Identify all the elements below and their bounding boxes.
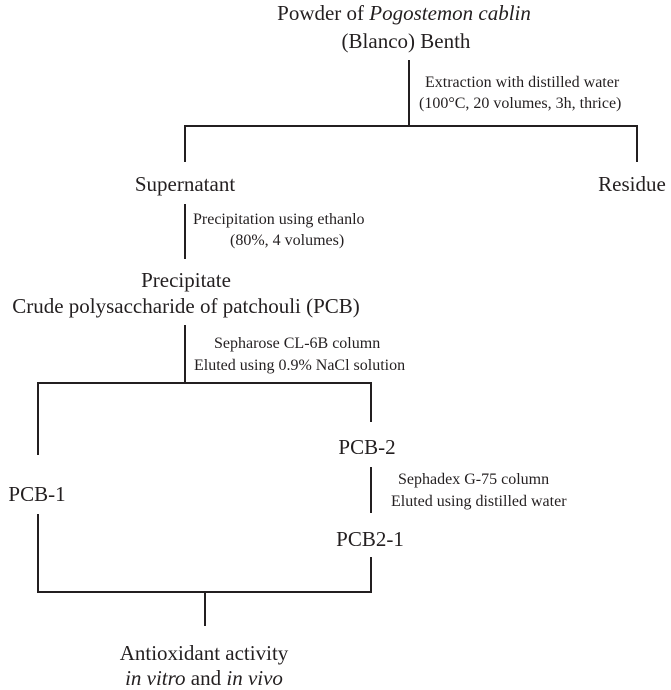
step-sepharose-line2: Eluted using 0.9% NaCl solution [194,357,406,374]
connector-sepharose-branch [37,382,372,384]
node-antioxidant-in-vitro: in vitro [125,666,186,690]
node-powder-species: Pogostemon cablin [369,1,531,25]
node-pcb2: PCB-2 [338,435,396,459]
step-sepharose-line1: Sepharose CL-6B column [214,335,381,352]
node-precipitate-line1: Precipitate [141,268,231,292]
node-powder-line1: Powder of Pogostemon cablin [277,3,531,24]
connector-pcb1-down [37,514,39,593]
connector-precipitate-down [184,325,186,384]
step-sephadex-line2: Eluted using distilled water [391,493,567,510]
node-antioxidant-and: and [185,666,227,690]
step-sephadex-line1: Sephadex G-75 column [398,471,550,488]
connector-to-antioxidant [204,591,206,626]
connector-supernatant-down [184,204,186,259]
step-precipitation-line1: Precipitation using ethanlo [193,211,365,228]
connector-powder-down [408,60,410,127]
connector-pcb2-down [370,467,372,513]
node-antioxidant-line2: in vitro and in vivo [125,668,283,689]
node-precipitate-line2: Crude polysaccharide of patchouli (PCB) [12,294,360,318]
node-pcb1: PCB-1 [8,482,66,506]
connector-to-pcb2 [370,382,372,422]
connector-to-residue [636,125,638,162]
node-powder-prefix: Powder of [277,1,370,25]
connector-to-pcb1-upper [37,382,39,455]
connector-to-supernatant [184,125,186,162]
step-precipitation-line2: (80%, 4 volumes) [230,232,345,249]
node-pcb21: PCB2-1 [336,527,404,551]
step-extraction-line2: (100°C, 20 volumes, 3h, thrice) [419,95,622,112]
node-powder-line2: (Blanco) Benth [341,29,471,53]
connector-extraction-branch [184,125,638,127]
node-residue: Residue [598,172,666,196]
connector-pcb21-down [370,557,372,593]
node-supernatant: Supernatant [134,172,236,196]
node-antioxidant-line1: Antioxidant activity [119,641,289,665]
node-antioxidant-in-vivo: in vivo [226,666,283,690]
step-extraction-line1: Extraction with distilled water [425,74,620,91]
